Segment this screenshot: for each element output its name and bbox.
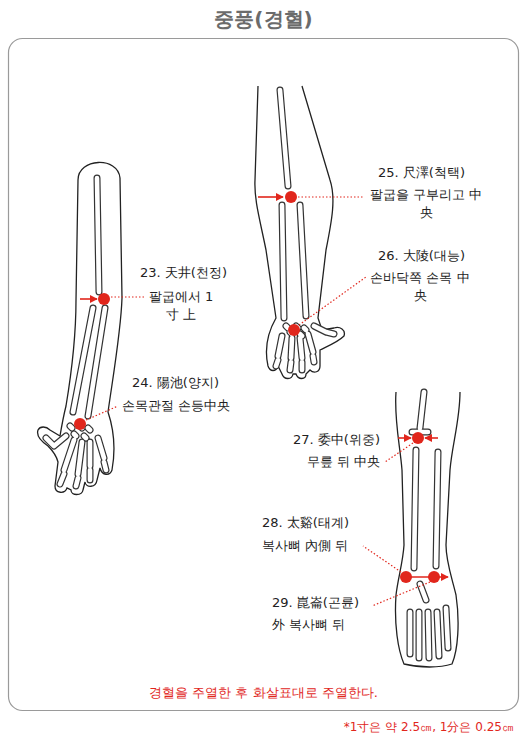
caption: 경혈을 주열한 후 화살표대로 주열한다.: [0, 684, 527, 702]
leader-line: [298, 196, 364, 197]
direction-arrow: [258, 196, 283, 198]
arm-outline: [255, 86, 345, 379]
point-name: 24. 陽池(양지): [132, 374, 219, 392]
point-dot: [400, 571, 412, 583]
direction-arrow: [425, 437, 438, 439]
bone-outline: [46, 178, 106, 486]
direction-arrow: [80, 298, 97, 300]
point-name: 28. 太谿(태계): [262, 514, 349, 532]
bone-fill: [276, 90, 334, 370]
leg-outline: [395, 392, 460, 667]
bone-fill: [46, 178, 106, 486]
point-location: 손바닥쪽 손목 中央: [368, 269, 472, 304]
leader-line: [299, 277, 366, 325]
bone-fill: [410, 392, 448, 658]
point-dot: [74, 418, 86, 430]
bone-outline: [410, 392, 448, 658]
direction-arrow: [406, 576, 448, 578]
leader-line: [385, 443, 413, 462]
point-location: 무릎 뒤 中央: [307, 453, 380, 471]
point-dot: [285, 191, 297, 203]
point-location: 팔굽에서 1寸 上: [148, 288, 214, 323]
point-location: 손목관절 손등中央: [122, 397, 230, 415]
point-location: 外 복사뼈 뒤: [272, 616, 345, 634]
point-name: 23. 天井(천정): [140, 264, 227, 282]
arm-outline: [38, 162, 122, 494]
point-dot: [428, 571, 440, 583]
point-name: 27. 委中(위중): [293, 431, 380, 449]
direction-arrow: [398, 437, 411, 439]
point-name: 29. 崑崙(곤륜): [272, 594, 359, 612]
point-name: 25. 尺澤(척택): [378, 164, 465, 182]
leader-line: [111, 296, 144, 297]
title: 중풍(경혈): [0, 6, 527, 33]
point-dot: [98, 293, 110, 305]
point-location: 팔굽을 구부리고 中央: [368, 186, 484, 221]
leader-line: [86, 406, 118, 420]
point-location: 복사뼈 內側 뒤: [262, 537, 348, 555]
leader-line: [363, 546, 401, 572]
point-dot: [412, 432, 424, 444]
point-dot: [288, 324, 300, 336]
footnote: *1寸은 약 2.5㎝, 1分은 0.25㎝: [344, 719, 514, 735]
bone-outline: [276, 90, 334, 370]
point-name: 26. 大陵(대능): [378, 247, 465, 265]
leader-line: [372, 582, 430, 606]
frame: [9, 39, 519, 711]
